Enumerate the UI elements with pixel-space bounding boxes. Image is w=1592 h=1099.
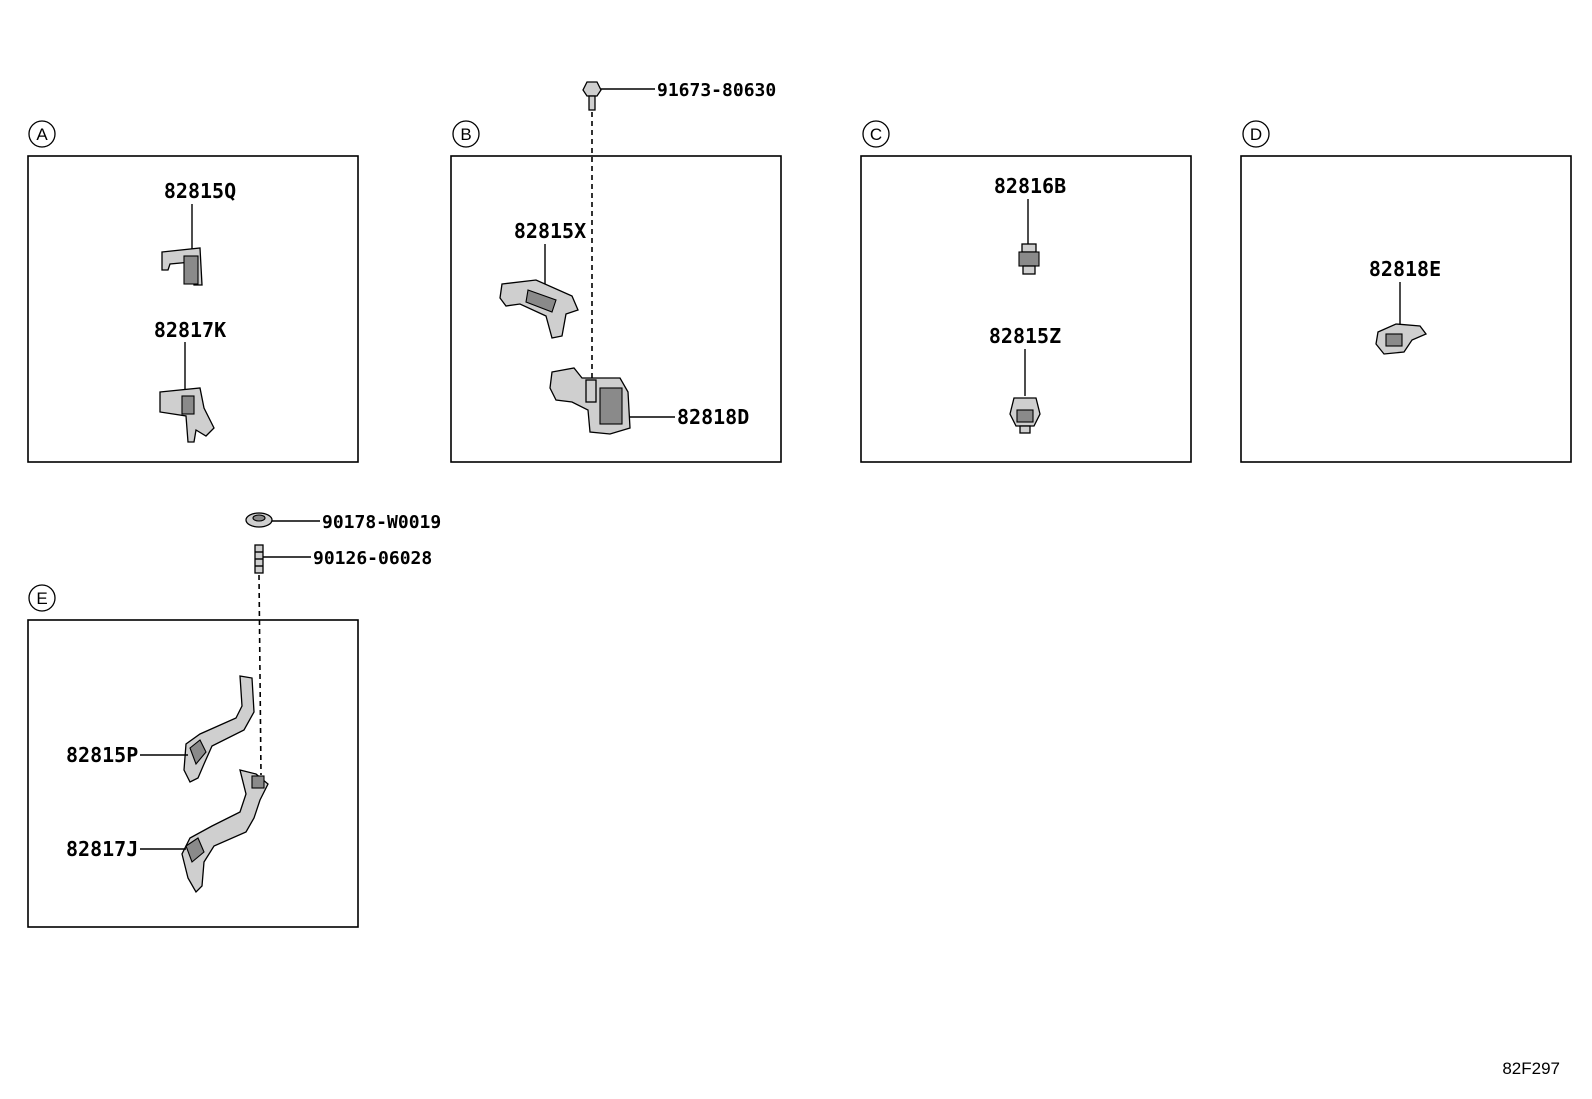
section-d-label: D <box>1250 125 1262 144</box>
section-a-label: A <box>36 125 48 144</box>
part-label-90178-w0019: 90178-W0019 <box>322 512 441 533</box>
nut-90178-w0019 <box>245 512 273 528</box>
part-label-82815q: 82815Q <box>164 179 236 203</box>
section-a: A 82815Q 82817K <box>27 120 359 463</box>
part-label-82818e: 82818E <box>1369 257 1441 281</box>
section-e: 90178-W0019 90126-06028 E 82815P 82817J <box>27 512 441 928</box>
figure-reference: 82F297 <box>1502 1059 1560 1078</box>
bolt-91673-80630 <box>582 81 602 111</box>
section-c-box <box>860 155 1192 463</box>
part-82816b <box>1018 243 1040 275</box>
part-label-91673-80630: 91673-80630 <box>657 80 776 101</box>
part-82818e <box>1375 323 1428 355</box>
part-82818d <box>549 367 631 435</box>
part-label-82817k: 82817K <box>154 318 226 342</box>
part-82815q <box>161 247 203 286</box>
part-label-82815x: 82815X <box>514 219 586 243</box>
section-b: B 91673-80630 82815X 82818D <box>450 80 782 463</box>
section-c: C 82816B 82815Z <box>860 120 1192 463</box>
stud-90126-06028 <box>254 544 264 574</box>
part-label-82816b: 82816B <box>994 174 1066 198</box>
part-82817k <box>159 387 215 443</box>
section-a-marker <box>28 120 56 148</box>
part-label-82818d: 82818D <box>677 405 749 429</box>
section-c-label: C <box>870 125 882 144</box>
section-c-marker <box>862 120 890 148</box>
part-label-82815p: 82815P <box>66 743 138 767</box>
stud-axis-line <box>258 574 262 776</box>
section-d: D 82818E <box>1240 120 1572 463</box>
section-b-label: B <box>460 125 471 144</box>
part-label-90126-06028: 90126-06028 <box>313 548 432 569</box>
section-a-box <box>27 155 359 463</box>
part-82815x <box>499 279 579 339</box>
section-e-box <box>27 619 359 928</box>
section-d-box <box>1240 155 1572 463</box>
part-label-82815z: 82815Z <box>989 324 1061 348</box>
part-82817j <box>181 769 269 894</box>
part-label-82817j: 82817J <box>66 837 138 861</box>
section-b-marker <box>452 120 480 148</box>
section-e-marker <box>28 584 56 612</box>
part-82815z <box>1009 397 1041 434</box>
section-d-marker <box>1242 120 1270 148</box>
section-b-box <box>450 155 782 463</box>
section-e-label: E <box>36 589 47 608</box>
part-82815p <box>183 675 255 783</box>
